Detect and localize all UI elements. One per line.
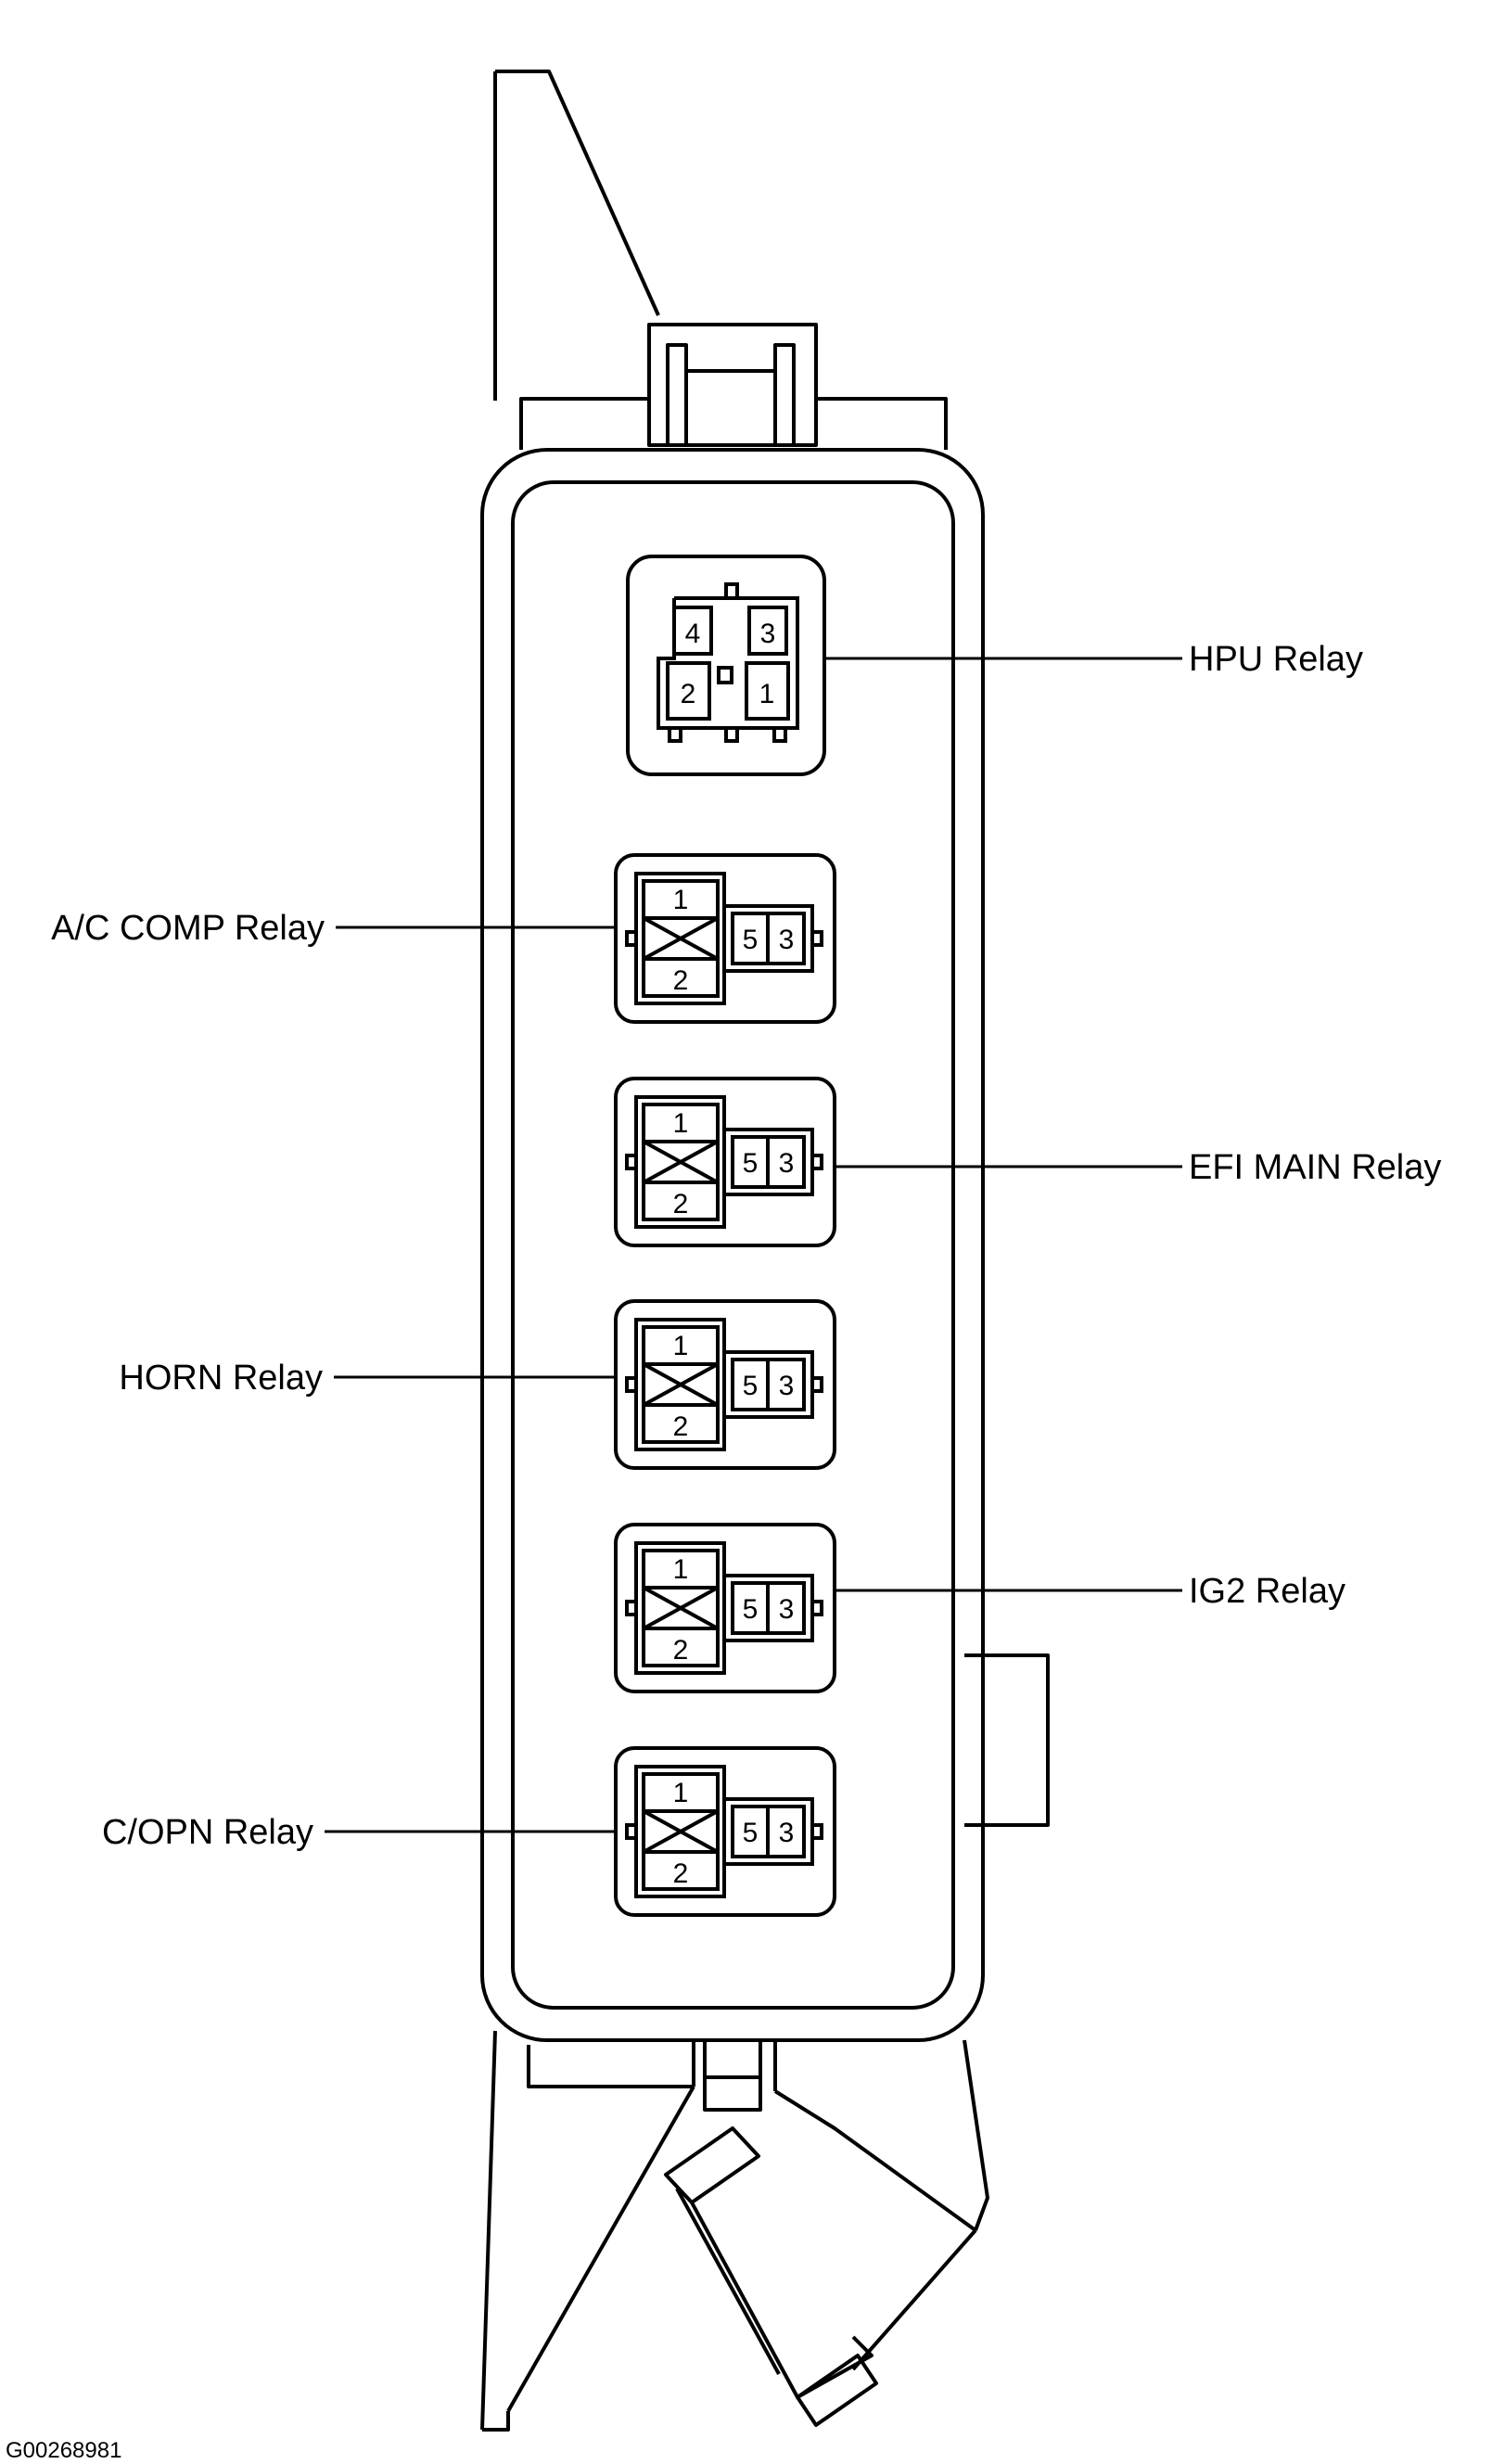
- pin-label: 1: [759, 679, 775, 709]
- pin-label: 1: [673, 1554, 689, 1585]
- relay-label-group: HORN Relay: [119, 1359, 616, 1398]
- pin-label: 5: [743, 1148, 759, 1179]
- relay-label: HORN Relay: [119, 1359, 323, 1398]
- pin-label: 5: [743, 1371, 759, 1401]
- relay-label-group: A/C COMP Relay: [51, 909, 616, 948]
- pin-label: 5: [743, 1818, 759, 1848]
- relay-label-group: EFI MAIN Relay: [835, 1148, 1441, 1187]
- pin-label: 1: [673, 885, 689, 915]
- pin-label: 3: [779, 925, 795, 955]
- relay-label: EFI MAIN Relay: [1189, 1148, 1441, 1187]
- relay-label: IG2 Relay: [1189, 1572, 1345, 1611]
- pin-label: 5: [743, 1594, 759, 1625]
- relay-socket: 4 3 2 1: [626, 555, 826, 776]
- pin-label: 4: [685, 619, 701, 649]
- relay-label: A/C COMP Relay: [51, 909, 325, 948]
- pin-label: 3: [779, 1371, 795, 1401]
- pin-label: 3: [779, 1818, 795, 1848]
- pin-label: 2: [673, 1635, 689, 1666]
- pin-label: 2: [673, 1411, 689, 1442]
- relay-label-group: IG2 Relay: [835, 1572, 1345, 1611]
- relay-block-housing: [480, 70, 1050, 2432]
- pin-label: 2: [673, 1858, 689, 1889]
- pin-label: 1: [673, 1108, 689, 1139]
- pin-label: 1: [673, 1778, 689, 1808]
- pin-label: 3: [779, 1148, 795, 1179]
- pin-label: 1: [673, 1331, 689, 1361]
- pin-label: 3: [779, 1594, 795, 1625]
- relay-label: HPU Relay: [1189, 640, 1363, 679]
- figure-id: G00268981: [6, 2438, 121, 2463]
- pin-label: 2: [681, 679, 696, 709]
- pin-label: 2: [673, 965, 689, 996]
- pin-label: 3: [760, 619, 776, 649]
- relay-label-group: HPU Relay: [824, 640, 1363, 679]
- relay-label: C/OPN Relay: [102, 1813, 313, 1852]
- pin-label: 5: [743, 925, 759, 955]
- pin-label: 2: [673, 1189, 689, 1219]
- relay-label-group: C/OPN Relay: [102, 1813, 616, 1852]
